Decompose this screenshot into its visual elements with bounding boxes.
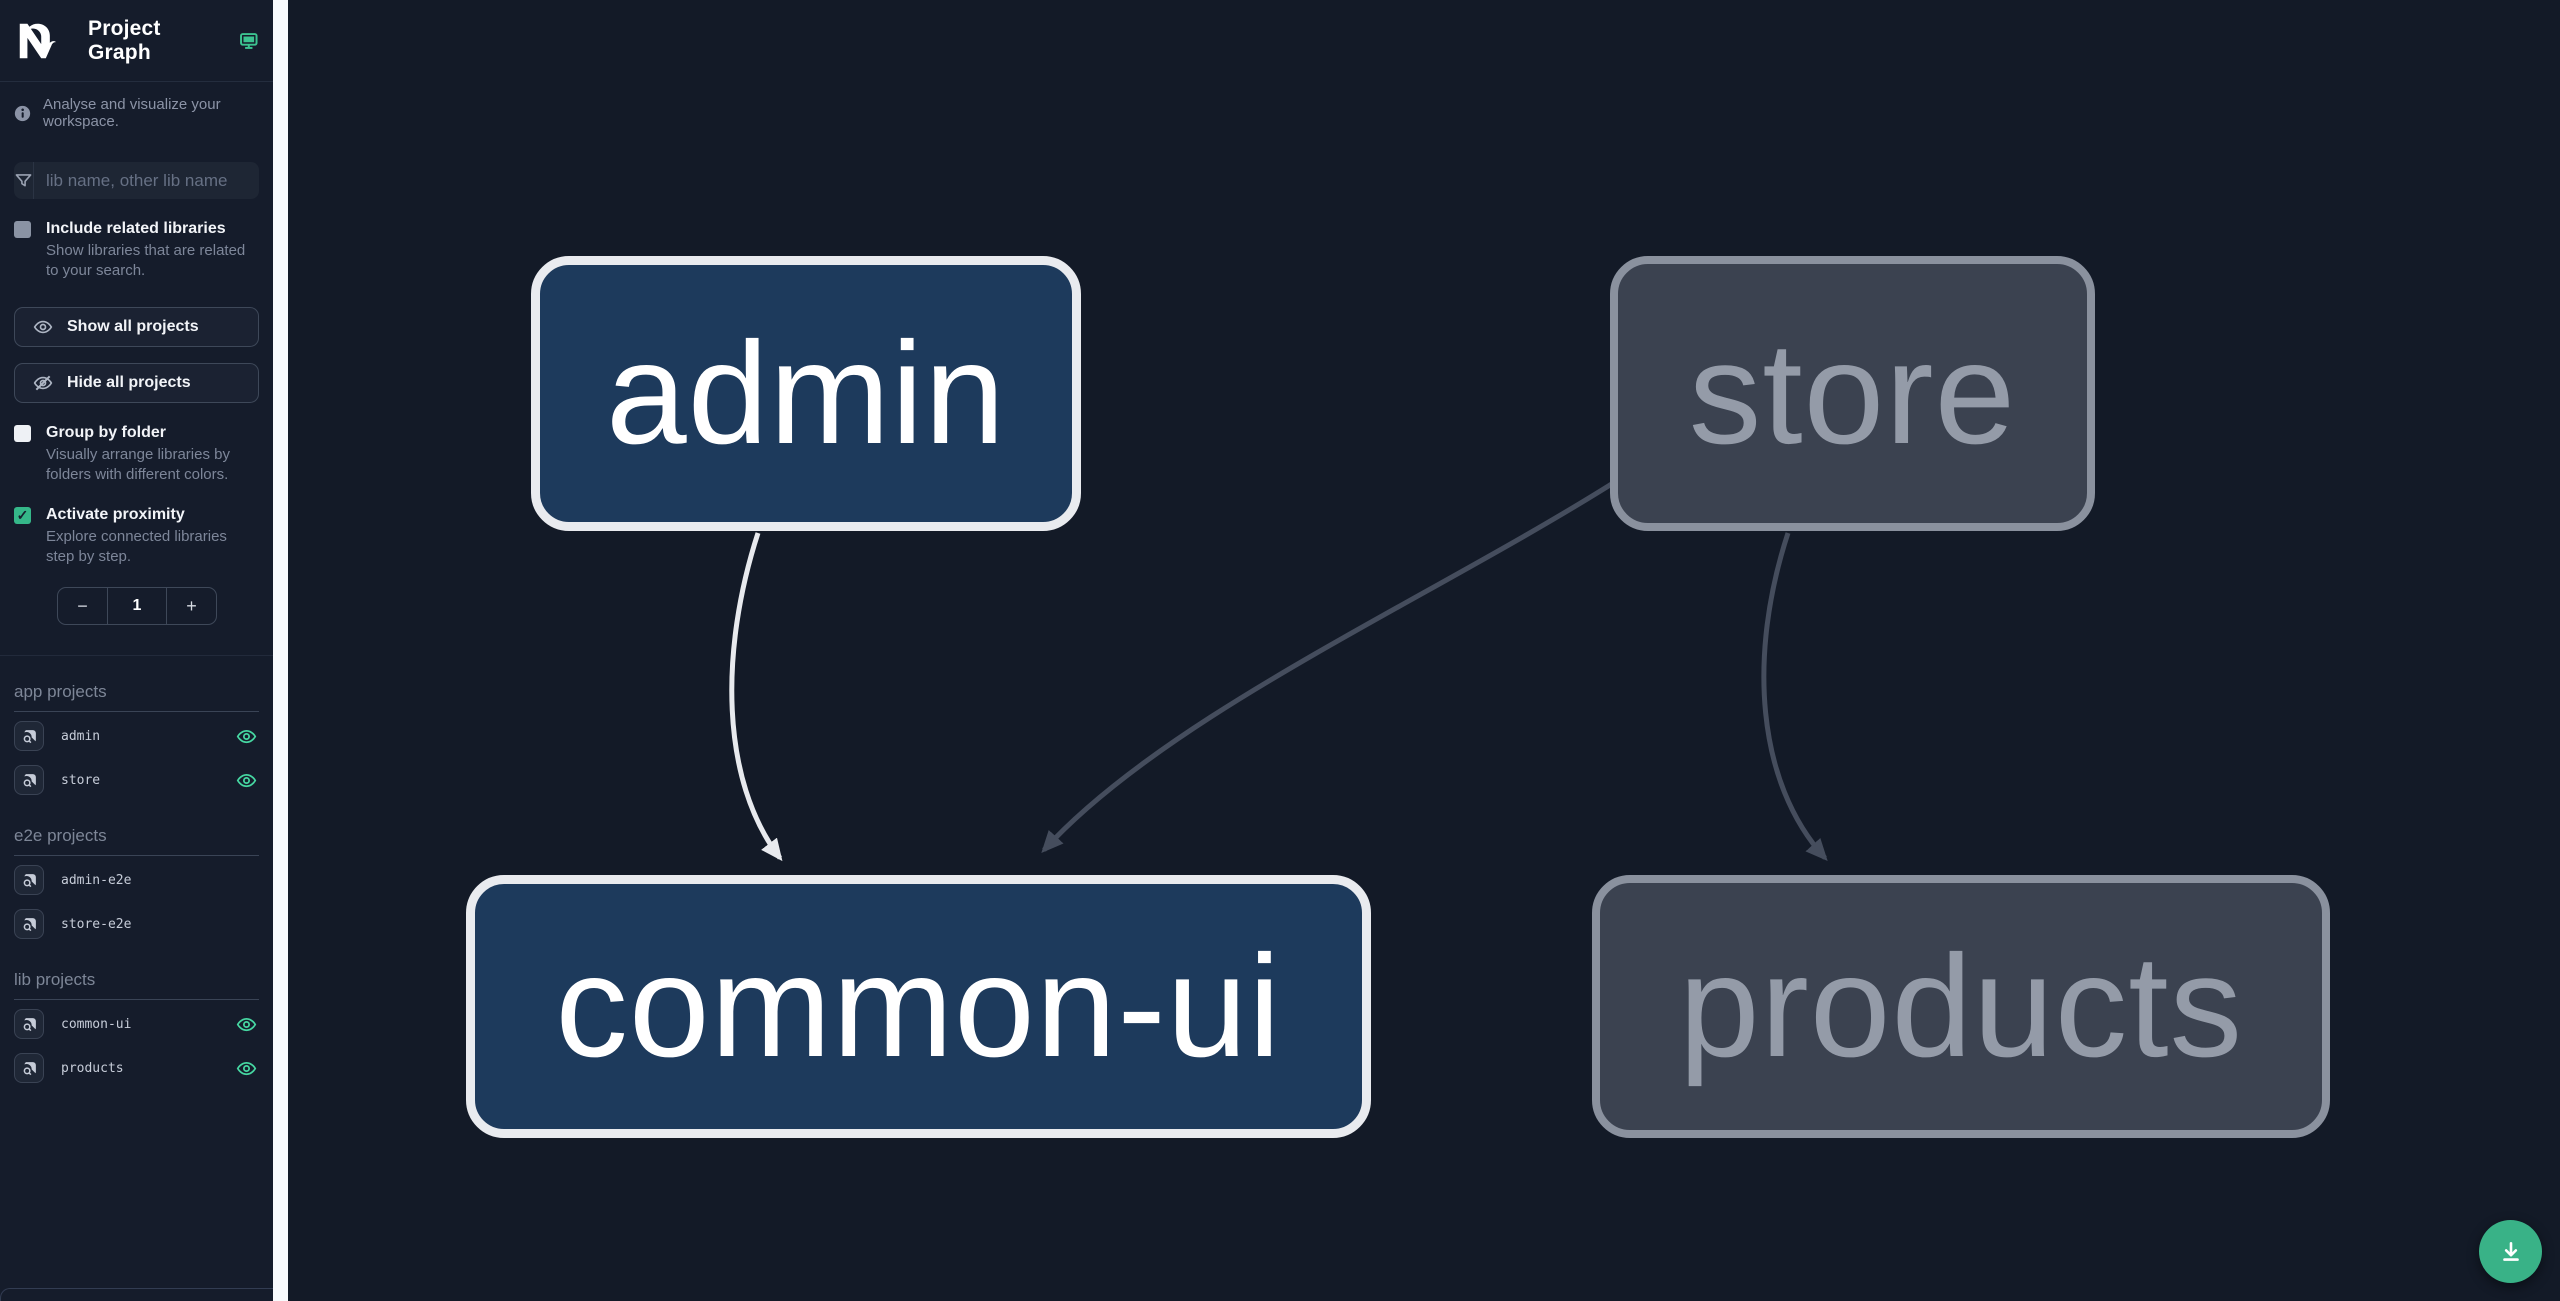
section-title: e2e projects bbox=[14, 826, 259, 856]
project-name[interactable]: common-ui bbox=[61, 1016, 132, 1032]
filter-icon bbox=[14, 162, 34, 199]
focus-project-button[interactable] bbox=[14, 865, 44, 895]
graph-canvas[interactable]: admin store common-ui products bbox=[288, 0, 2560, 1301]
proximity-stepper: − 1 + bbox=[57, 587, 217, 625]
activate-proximity-label: Activate proximity bbox=[46, 506, 185, 523]
eye-off-icon bbox=[33, 375, 53, 391]
nx-logo-icon bbox=[19, 23, 57, 58]
node-label: store bbox=[1688, 312, 2017, 474]
hide-all-projects-button[interactable]: Hide all projects bbox=[14, 363, 259, 403]
sidebar-canvas-divider[interactable] bbox=[273, 0, 288, 1301]
edge-store-to-products[interactable] bbox=[1761, 532, 1828, 861]
section-title: lib projects bbox=[14, 970, 259, 1000]
focus-project-button[interactable] bbox=[14, 765, 44, 795]
project-name[interactable]: store bbox=[61, 772, 101, 788]
project-name[interactable]: admin bbox=[61, 728, 101, 744]
project-row-products: products bbox=[14, 1048, 259, 1088]
visibility-eye-icon[interactable] bbox=[236, 1058, 257, 1079]
node-label: products bbox=[1678, 925, 2244, 1087]
eye-icon bbox=[33, 320, 53, 334]
download-image-button[interactable] bbox=[2479, 1220, 2542, 1283]
project-name[interactable]: products bbox=[61, 1060, 124, 1076]
download-icon bbox=[2502, 1241, 2519, 1261]
activate-proximity-description: Explore connected libraries step by step… bbox=[46, 528, 227, 565]
focus-icon bbox=[23, 1017, 36, 1031]
focus-icon bbox=[23, 873, 36, 887]
focus-project-button[interactable] bbox=[14, 1009, 44, 1039]
sidebar-bottom-panel-edge bbox=[0, 1288, 273, 1301]
include-related-checkbox[interactable] bbox=[14, 221, 31, 238]
focus-icon bbox=[23, 917, 36, 931]
focus-icon bbox=[23, 773, 36, 787]
proximity-decrease-button[interactable]: − bbox=[58, 588, 107, 624]
activate-proximity-checkbox-row: ✓ Activate proximity Explore connected l… bbox=[14, 505, 259, 567]
project-row-store-e2e: store-e2e bbox=[14, 904, 259, 944]
focus-project-button[interactable] bbox=[14, 1053, 44, 1083]
info-icon bbox=[14, 105, 31, 121]
group-by-folder-checkbox-row: Group by folder Visually arrange librari… bbox=[14, 423, 259, 485]
show-all-projects-button[interactable]: Show all projects bbox=[14, 307, 259, 347]
section-e2e-projects: e2e projects admin-e2e bbox=[14, 826, 259, 944]
project-row-common-ui: common-ui bbox=[14, 1004, 259, 1044]
project-row-admin-e2e: admin-e2e bbox=[14, 860, 259, 900]
focus-project-button[interactable] bbox=[14, 721, 44, 751]
sidebar-header: Project Graph bbox=[0, 0, 273, 82]
graph-node-store[interactable]: store bbox=[1610, 256, 2095, 531]
section-title: app projects bbox=[14, 682, 259, 712]
group-by-folder-checkbox[interactable] bbox=[14, 425, 31, 442]
visibility-eye-icon[interactable] bbox=[236, 726, 257, 747]
section-lib-projects: lib projects common-ui bbox=[14, 970, 259, 1088]
sidebar-separator bbox=[0, 655, 273, 656]
group-by-folder-label: Group by folder bbox=[46, 424, 166, 441]
node-label: common-ui bbox=[555, 925, 1282, 1087]
graph-node-common-ui[interactable]: common-ui bbox=[466, 875, 1371, 1138]
hide-all-projects-label: Hide all projects bbox=[67, 374, 191, 391]
focus-project-button[interactable] bbox=[14, 909, 44, 939]
graph-edges bbox=[729, 477, 1828, 862]
graph-node-products[interactable]: products bbox=[1592, 875, 2330, 1138]
include-related-description: Show libraries that are related to your … bbox=[46, 242, 246, 279]
focus-icon bbox=[23, 1061, 36, 1075]
group-by-folder-description: Visually arrange libraries by folders wi… bbox=[46, 446, 230, 483]
monitor-icon[interactable] bbox=[239, 29, 259, 53]
section-app-projects: app projects admin bbox=[14, 682, 259, 800]
proximity-increase-button[interactable]: + bbox=[167, 588, 216, 624]
node-label: admin bbox=[606, 312, 1006, 474]
visibility-eye-icon[interactable] bbox=[236, 770, 257, 791]
graph-node-admin[interactable]: admin bbox=[531, 256, 1081, 531]
include-related-label: Include related libraries bbox=[46, 220, 226, 237]
project-name[interactable]: store-e2e bbox=[61, 916, 132, 932]
activate-proximity-checkbox[interactable]: ✓ bbox=[14, 507, 31, 524]
include-related-checkbox-row: Include related libraries Show libraries… bbox=[14, 219, 259, 281]
focus-icon bbox=[23, 729, 36, 743]
tagline: Analyse and visualize your workspace. bbox=[0, 82, 273, 140]
search-box bbox=[14, 162, 259, 199]
show-all-projects-label: Show all projects bbox=[67, 318, 199, 335]
proximity-value: 1 bbox=[107, 588, 167, 624]
page-title: Project Graph bbox=[88, 16, 161, 64]
project-name[interactable]: admin-e2e bbox=[61, 872, 132, 888]
edge-store-to-common-ui[interactable] bbox=[1041, 477, 1620, 853]
edge-admin-to-common-ui[interactable] bbox=[729, 532, 783, 862]
tagline-text: Analyse and visualize your workspace. bbox=[43, 96, 221, 130]
visibility-eye-icon[interactable] bbox=[236, 1014, 257, 1035]
project-row-admin: admin bbox=[14, 716, 259, 756]
search-input[interactable] bbox=[34, 162, 259, 199]
sidebar: Project Graph Analyse and visualize your… bbox=[0, 0, 273, 1301]
project-row-store: store bbox=[14, 760, 259, 800]
